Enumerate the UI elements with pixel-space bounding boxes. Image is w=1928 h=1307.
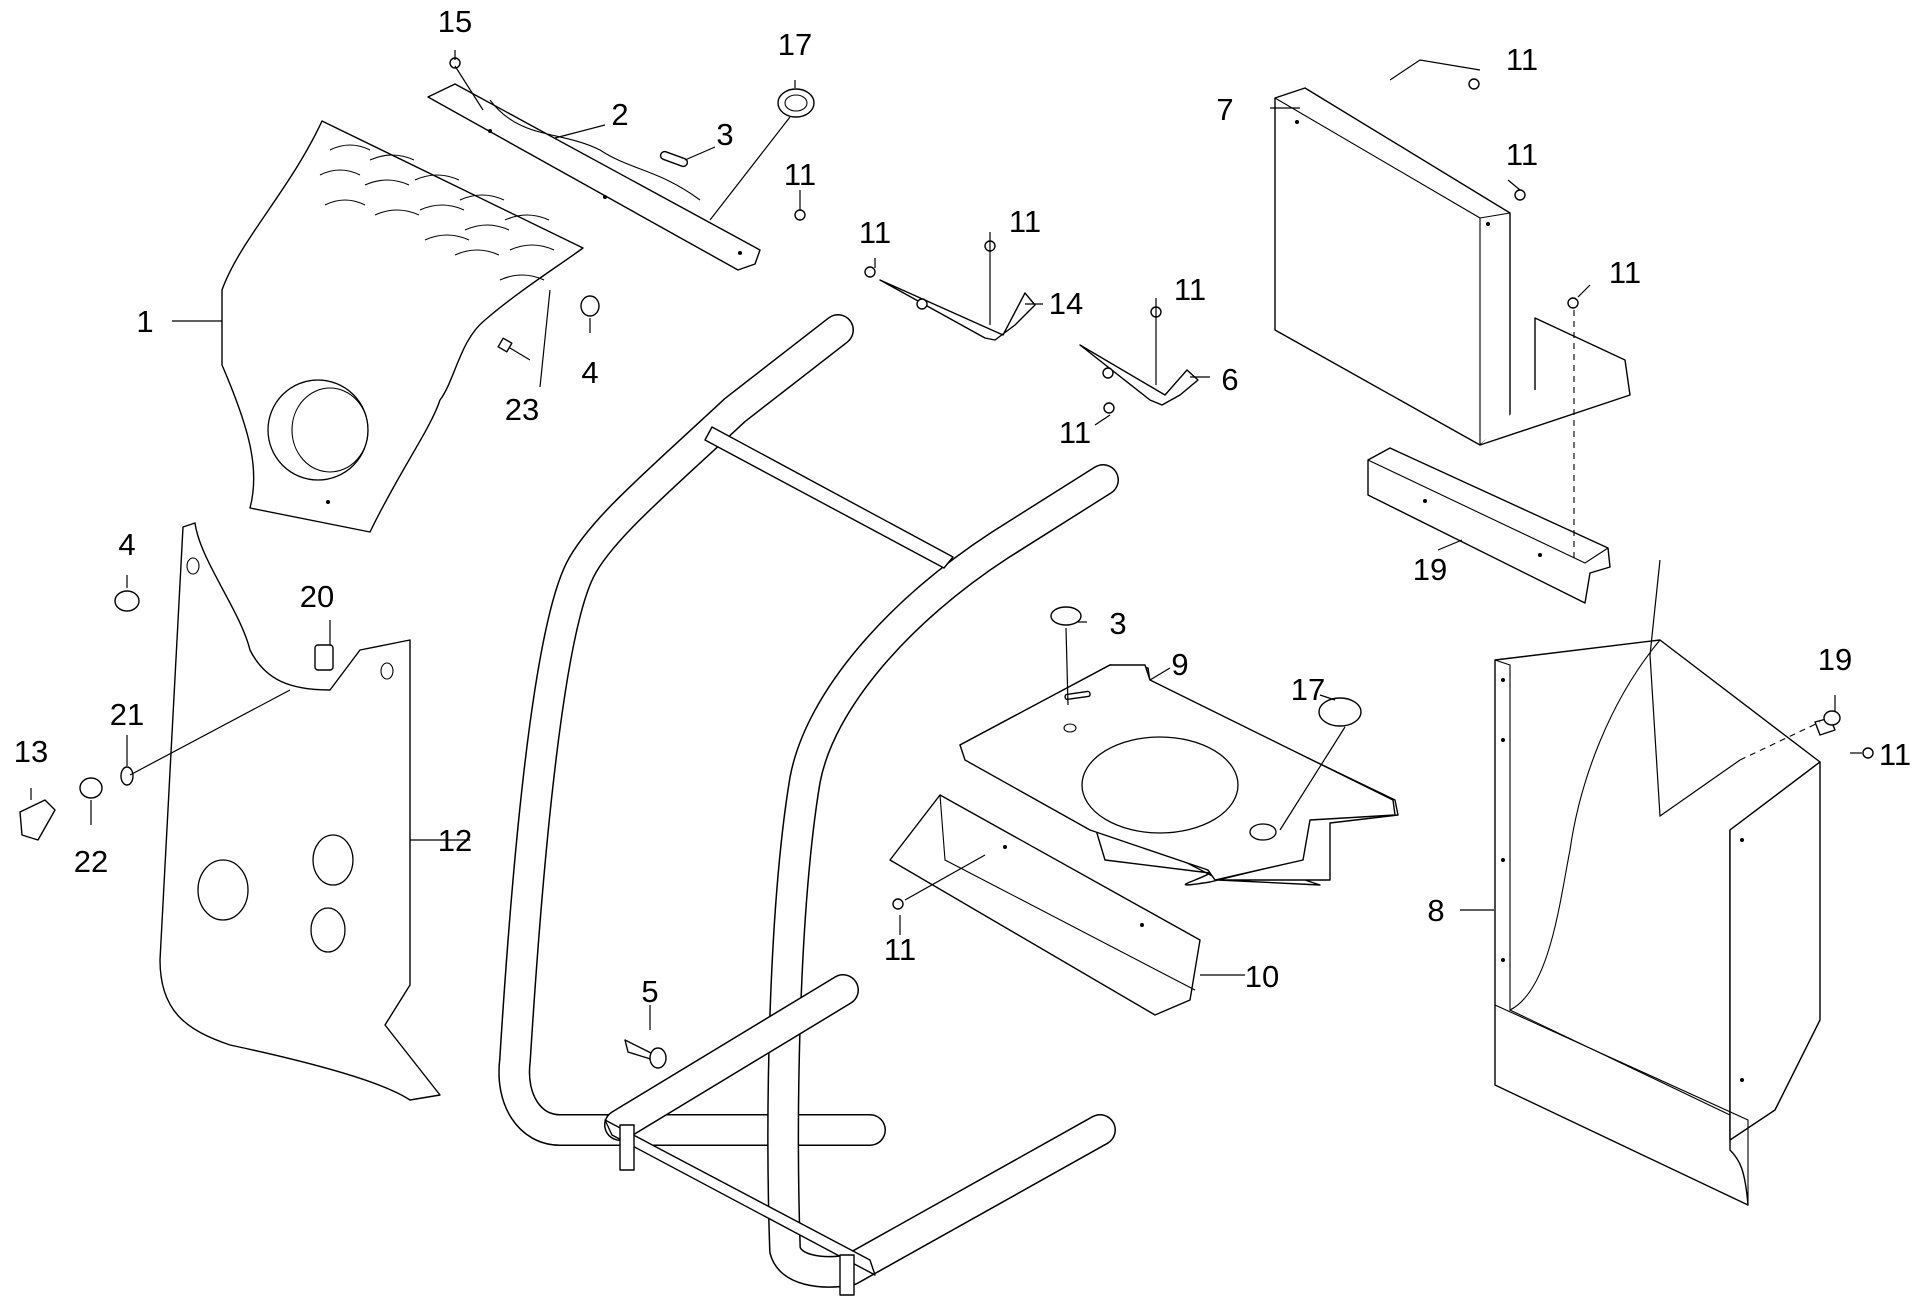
callout-5: 5: [641, 974, 658, 1009]
part-3-slot-top: [659, 150, 689, 168]
callout-15: 15: [438, 4, 472, 39]
callout-2: 2: [611, 97, 628, 132]
part-19-bolt: [1814, 710, 1841, 736]
callout-9: 9: [1171, 647, 1188, 682]
part-2-top-strip: [427, 83, 761, 271]
cover-louvers: [319, 144, 555, 281]
part-9-plate: [959, 664, 1399, 886]
callout-14: 14: [1049, 286, 1083, 321]
part-20-clip: [314, 644, 334, 671]
part-7-upper-box: [1274, 87, 1631, 446]
callout-12: 12: [438, 823, 472, 858]
part-5-bolt: [624, 1039, 667, 1069]
callout-22: 22: [74, 844, 108, 879]
part-12-side-panel: [159, 522, 441, 1101]
callout-8: 8: [1427, 893, 1444, 928]
callout-7: 7: [1216, 92, 1233, 127]
part-23-bolt: [497, 337, 531, 361]
callout-21: 21: [110, 697, 144, 732]
part-4-grommet-left: [114, 590, 140, 612]
part-11-screw-bin: [1862, 747, 1874, 759]
leader-lines: [30, 50, 1862, 1030]
callout-17: 17: [1291, 672, 1325, 707]
screws-11-brackets: [864, 240, 1162, 414]
callout-4: 4: [581, 355, 598, 390]
callout-11: 11: [1174, 272, 1206, 307]
part-3-grommet: [1050, 606, 1082, 626]
part-10-angle-bracket: [889, 794, 1201, 1016]
callout-1: 1: [136, 304, 153, 339]
callout-6: 6: [1221, 362, 1238, 397]
callout-labels: 1 2 3 4 15 17 11 23 11 11 14 11 6 11 7 1…: [14, 4, 1911, 1009]
part-21-washer: [120, 766, 134, 786]
part-14-bracket: [879, 279, 1036, 341]
part-8-lower-bin: [1494, 639, 1821, 1206]
part-11-screw-bracket: [892, 898, 904, 910]
part-17-grommet-top: [777, 88, 815, 118]
callout-11: 11: [1609, 255, 1641, 290]
callout-11: 11: [859, 215, 891, 250]
callout-17: 17: [778, 27, 812, 62]
part-17-cap: [1318, 697, 1362, 727]
callout-20: 20: [300, 579, 334, 614]
part-11-screw-a: [794, 209, 806, 221]
callout-3: 3: [716, 117, 733, 152]
callout-23: 23: [505, 392, 539, 427]
callout-11: 11: [1506, 137, 1538, 172]
callout-11: 11: [1059, 415, 1091, 450]
part-19-rail: [1367, 447, 1611, 604]
part-22-washer: [79, 777, 103, 799]
part-1-louvered-cover: [221, 120, 584, 533]
part-4-grommet-top: [580, 295, 600, 317]
callout-3: 3: [1109, 606, 1126, 641]
callout-13: 13: [14, 734, 48, 769]
callout-11: 11: [784, 157, 816, 192]
callout-4: 4: [118, 527, 135, 562]
callout-19: 19: [1818, 642, 1852, 677]
main-frame: [498, 314, 1119, 1296]
screws-11-upper-box: [1468, 78, 1579, 309]
part-13-knob: [19, 799, 56, 841]
callout-11: 11: [884, 932, 916, 967]
part-6-bracket: [1079, 344, 1199, 406]
callout-10: 10: [1245, 959, 1279, 994]
callout-19: 19: [1413, 552, 1447, 587]
callout-11: 11: [1879, 737, 1911, 772]
callout-11: 11: [1009, 204, 1041, 239]
callout-11: 11: [1506, 42, 1538, 77]
